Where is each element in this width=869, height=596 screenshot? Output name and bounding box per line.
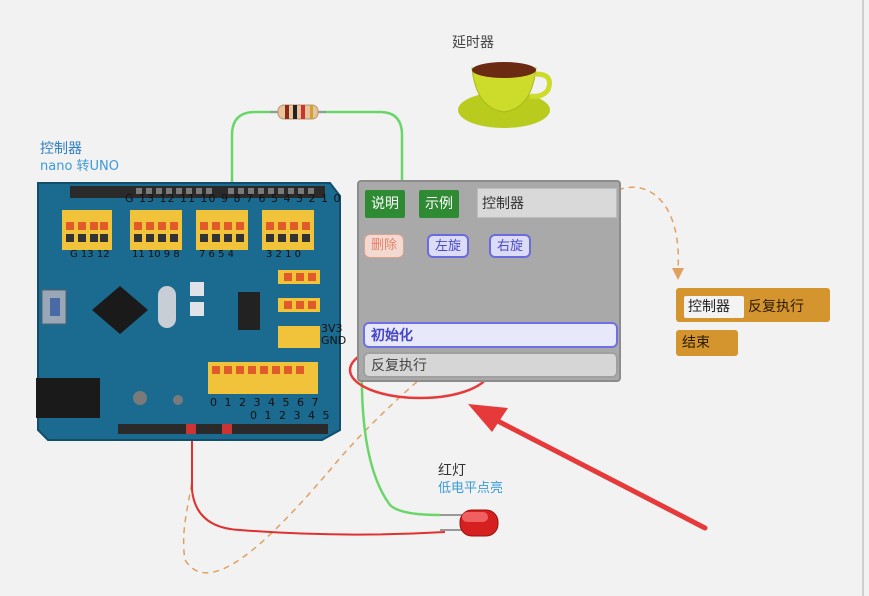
pin-label-gnd: GND <box>321 334 347 347</box>
component-popup-panel: 说明 示例 控制器 删除 左旋 右旋 初始化 反复执行 <box>357 180 621 382</box>
analog-labels-a: 0 1 2 3 4 5 6 7 <box>210 396 321 409</box>
board-label: 控制器 nano 转UNO <box>40 140 119 176</box>
pin-label-3v3: 3V3 <box>321 322 343 335</box>
canvas-edge-divider <box>862 0 864 596</box>
led-label: 红灯 低电平点亮 <box>438 462 503 498</box>
link-arrowhead <box>672 268 684 280</box>
board-name: 控制器 <box>40 141 82 157</box>
pin-labels-top: G 13 12 11 10 9 8 7 6 5 4 3 2 1 0 <box>125 192 342 205</box>
example-button[interactable]: 示例 <box>419 190 459 218</box>
pin-labels-7-4: 7 6 5 4 <box>199 249 234 260</box>
red-arrow-icon <box>468 404 708 531</box>
loop-event-slot[interactable]: 反复执行 <box>363 352 618 378</box>
rotate-right-button[interactable]: 右旋 <box>489 234 532 258</box>
component-name-field[interactable]: 控制器 <box>477 188 617 218</box>
rotate-left-button[interactable]: 左旋 <box>427 234 470 258</box>
pin-labels-3-0: 3 2 1 0 <box>266 249 301 260</box>
delete-button[interactable]: 删除 <box>364 234 405 258</box>
pin-labels-11-8: 11 10 9 8 <box>132 249 180 260</box>
link-dashed-path-right <box>617 186 680 271</box>
led-subtitle: 低电平点亮 <box>438 481 504 496</box>
analog-labels-b: 0 1 2 3 4 5 <box>250 409 332 422</box>
led-name: 红灯 <box>438 463 466 479</box>
delay-label: 延时器 <box>452 35 494 51</box>
code-block-end-label: 结束 <box>682 335 710 351</box>
info-button[interactable]: 说明 <box>365 190 405 218</box>
pin-labels-g13: G 13 12 <box>70 249 110 260</box>
board-subtitle: nano 转UNO <box>40 159 120 174</box>
resistor-icon <box>270 104 326 120</box>
code-block-controller-tag[interactable]: 控制器 <box>684 296 744 318</box>
red-wire <box>191 428 446 536</box>
code-block-end[interactable] <box>676 330 738 356</box>
code-block-loop-label: 反复执行 <box>748 299 804 315</box>
init-event-slot[interactable]: 初始化 <box>363 322 618 348</box>
link-dashed-path <box>182 194 619 574</box>
green-wire <box>230 110 441 517</box>
